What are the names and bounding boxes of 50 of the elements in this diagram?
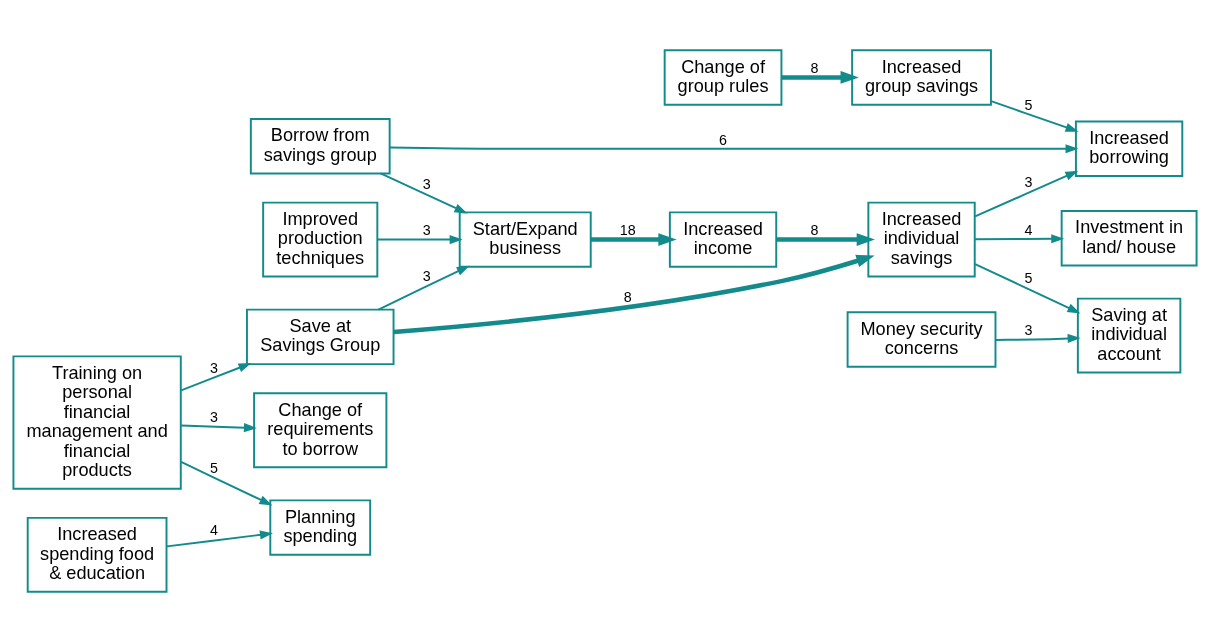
arrow xyxy=(180,362,252,391)
node-box: Increased spending food & education xyxy=(26,516,168,593)
edge-label: 5 xyxy=(1024,96,1033,113)
edge-label: 3 xyxy=(1024,173,1033,190)
edge-label: 3 xyxy=(422,267,431,284)
edge-label: 3 xyxy=(209,359,218,376)
arrow xyxy=(974,262,1081,313)
node-box: Improved production techniques xyxy=(262,201,379,278)
edge-label: 8 xyxy=(623,288,632,305)
edge-label: 4 xyxy=(1024,221,1033,238)
edge-label: 5 xyxy=(209,459,218,476)
arrow xyxy=(376,234,463,244)
arrow xyxy=(180,460,273,505)
arrow xyxy=(377,265,470,310)
node-box: Start/Expand business xyxy=(458,210,592,268)
arrow xyxy=(776,232,875,246)
arrow xyxy=(388,143,1079,153)
arrow xyxy=(393,254,875,334)
edge-label: 3 xyxy=(209,408,218,425)
edge-label: 6 xyxy=(719,131,728,148)
edge-label: 8 xyxy=(810,59,819,76)
node-box: Increased individual savings xyxy=(867,201,976,278)
edge-label: 8 xyxy=(810,221,819,238)
edge-label: 3 xyxy=(422,175,431,192)
arrow xyxy=(180,422,257,432)
node-box: Increased borrowing xyxy=(1074,120,1184,177)
node-box: Training on personal financial management and financial products xyxy=(12,354,182,490)
node-box: Investment in land/ house xyxy=(1060,209,1198,266)
node-box: Saving at individual account xyxy=(1076,297,1182,374)
edge-label: 3 xyxy=(422,221,431,238)
edge-label: 5 xyxy=(1024,269,1033,286)
arrow xyxy=(591,232,677,246)
arrow xyxy=(166,529,273,547)
edge-label: 18 xyxy=(619,221,636,238)
edge-label: 4 xyxy=(209,521,218,538)
node-box: Increased group savings xyxy=(851,48,992,106)
arrow xyxy=(990,99,1079,132)
arrow xyxy=(994,333,1081,343)
node-box: Increased income xyxy=(668,210,778,268)
arrow xyxy=(974,233,1065,243)
node-box: Save at Savings Group xyxy=(245,308,395,365)
node-box: Money security concerns xyxy=(846,310,997,368)
arrow xyxy=(974,170,1079,217)
node-box: Change of group rules xyxy=(663,48,783,106)
node-box: Change of requirements to borrow xyxy=(253,391,388,468)
node-box: Borrow from savings group xyxy=(249,117,391,174)
node-box: Planning spending xyxy=(269,498,372,556)
arrow xyxy=(379,172,468,214)
edge-label: 3 xyxy=(1024,321,1033,338)
arrow xyxy=(781,70,859,84)
